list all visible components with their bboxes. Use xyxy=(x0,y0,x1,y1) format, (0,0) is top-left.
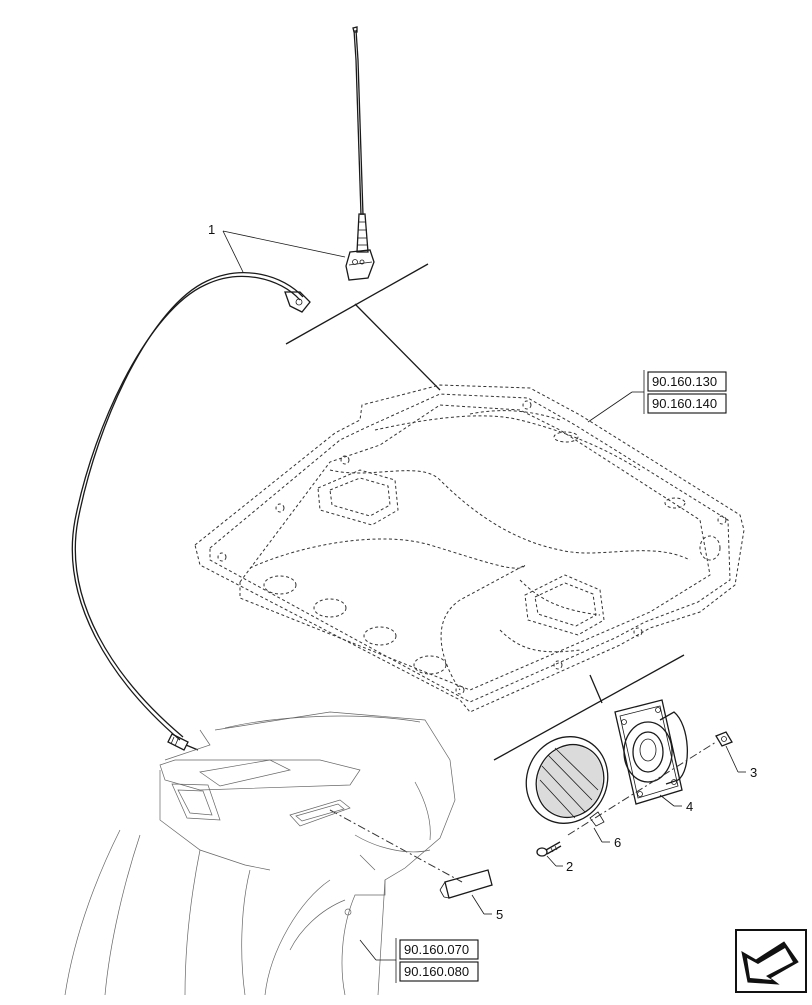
roof-section-marker xyxy=(285,263,441,391)
callout-5: 5 xyxy=(496,907,503,922)
cab-post-panel xyxy=(64,711,456,996)
callout-leaders xyxy=(471,745,746,915)
clip xyxy=(715,731,733,747)
ref-post-upper[interactable]: 90.160.070 xyxy=(404,942,469,957)
antenna xyxy=(345,26,375,281)
post-reference-leader xyxy=(359,939,396,961)
ref-roof-lower[interactable]: 90.160.140 xyxy=(652,396,717,411)
cover-plate xyxy=(439,869,493,899)
assembly-axis-line xyxy=(329,741,717,883)
speaker-grille xyxy=(525,736,609,827)
roof-reference-group[interactable]: 90.160.130 90.160.140 xyxy=(643,370,727,414)
speaker xyxy=(614,699,688,805)
screw xyxy=(536,841,562,857)
lower-section-marker xyxy=(493,654,685,761)
callout-6: 6 xyxy=(614,835,621,850)
antenna-cable xyxy=(71,272,311,751)
callout-2: 2 xyxy=(566,859,573,874)
ref-roof-upper[interactable]: 90.160.130 xyxy=(652,374,717,389)
direction-arrow-icon[interactable] xyxy=(735,929,807,993)
callout-4: 4 xyxy=(686,799,693,814)
roof-reference-leader xyxy=(587,391,644,423)
post-reference-group[interactable]: 90.160.070 90.160.080 xyxy=(395,938,479,983)
cab-roof xyxy=(194,384,745,713)
callout-1-leaders xyxy=(222,230,346,273)
callout-3: 3 xyxy=(750,765,757,780)
callout-1: 1 xyxy=(208,222,215,237)
ref-post-lower[interactable]: 90.160.080 xyxy=(404,964,469,979)
